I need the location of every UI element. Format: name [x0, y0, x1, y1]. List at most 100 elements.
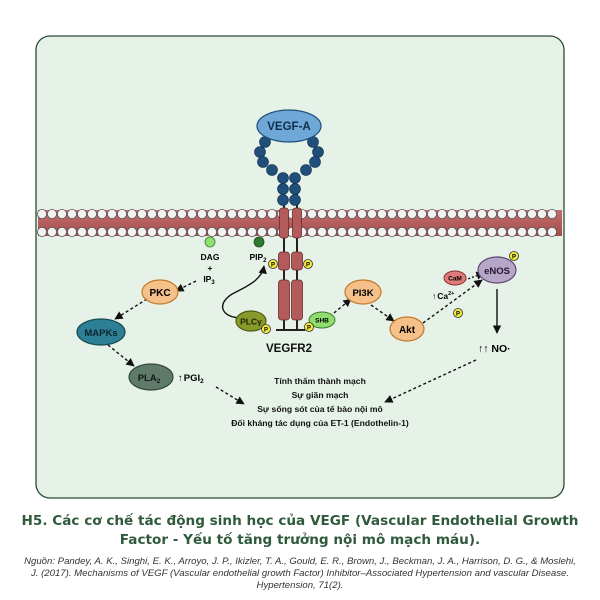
lipid-head [486, 208, 497, 219]
arrow-akt-to-enos [422, 279, 483, 324]
lipid-head [386, 208, 397, 219]
lipid-head [376, 208, 387, 219]
pla2-ellipse [128, 363, 174, 391]
akt-label: Akt [399, 325, 416, 336]
arrow-pi3k-to-akt [370, 304, 395, 322]
phospho-label: P [512, 255, 516, 261]
lipid-head [306, 226, 317, 237]
lipid-head [527, 226, 538, 237]
lipid-head [246, 226, 257, 237]
lipid-head [47, 208, 58, 219]
akt-ellipse [389, 316, 425, 342]
node-pi3k: PI3K [344, 279, 382, 305]
phospho-label: P [456, 312, 460, 318]
lipid-head [326, 208, 337, 219]
lipid-head [366, 226, 377, 237]
lipid-head [537, 226, 548, 237]
figure-caption: H5. Các cơ chế tác động sinh học của VEG… [21, 513, 579, 548]
lipid-head [206, 208, 217, 219]
lipid-head [67, 226, 78, 237]
lipid-head [97, 208, 108, 219]
lipid-head [146, 208, 157, 219]
mapks-label: MAPKs [84, 328, 117, 339]
mapks-ellipse [76, 318, 126, 346]
receptor-tm-left [279, 207, 289, 239]
receptor-label: VEGFR2 [266, 343, 312, 355]
lipid-head [127, 226, 138, 237]
lipid-head [316, 226, 327, 237]
lipid-head [326, 226, 337, 237]
lipid-head [186, 208, 197, 219]
lipid-head [166, 226, 177, 237]
arrow-pkc-to-mapks [114, 298, 148, 320]
lipid-head [196, 226, 207, 237]
lipid-head [87, 208, 98, 219]
lipid-head [537, 208, 548, 219]
pgi2-label: ↑PGI2 [178, 373, 204, 385]
pi3k-label: PI3K [352, 288, 373, 299]
lipid-head [226, 226, 237, 237]
node-akt: Akt [389, 316, 425, 342]
lipid-head [506, 208, 517, 219]
lipid-head [77, 208, 88, 219]
lipid-head [216, 208, 227, 219]
receptor-bead [266, 164, 278, 176]
lipid-head [517, 208, 528, 219]
lipid-head [136, 208, 147, 219]
lipid-head [396, 208, 407, 219]
enos-label: eNOS [484, 266, 510, 277]
lipid-head [416, 226, 427, 237]
lipid-head [107, 226, 118, 237]
lipid-head [97, 226, 108, 237]
lipid-head [136, 226, 147, 237]
calcium-text: ↑Ca2+ [432, 291, 454, 301]
membrane-lipid-heads [37, 208, 558, 237]
ip3-label: IP3 [203, 274, 215, 286]
lipid-head [476, 208, 487, 219]
calcium-label: ↑Ca2+ P [432, 291, 463, 318]
lipid-head [266, 226, 277, 237]
receptor-kinase-left-2 [278, 279, 290, 321]
phospho-plc [261, 324, 271, 334]
lipid-head [406, 208, 417, 219]
vegfr2-receptor: P P VEGFR2 [266, 190, 313, 355]
lipid-head [216, 226, 227, 237]
receptor-bead [277, 183, 289, 195]
receptor-bead [254, 146, 266, 158]
node-plc-gamma: PLCγ P [235, 310, 271, 334]
lipid-head [456, 226, 467, 237]
lipid-head [336, 226, 347, 237]
arrow-mapks-to-pla2 [107, 344, 135, 367]
pip2-label: PIP2 [249, 252, 267, 264]
effect-item: Sự sống sót của tế bào nội mô [257, 404, 383, 414]
receptor-bead [289, 183, 301, 195]
lipid-head [446, 208, 457, 219]
lipid-head [506, 226, 517, 237]
dag-dot [204, 236, 216, 248]
receptor-bead [289, 194, 301, 206]
lipid-head [527, 208, 538, 219]
lipid-head [346, 208, 357, 219]
no-label: ↑↑ NO· [478, 343, 511, 355]
lipid-head [57, 208, 68, 219]
arrow-shb-to-pi3k [333, 298, 352, 314]
shb-label: SHB [315, 318, 329, 325]
lipid-head [476, 226, 487, 237]
lipid-head [306, 208, 317, 219]
vegf-a-label: VEGF-A [267, 121, 310, 133]
phospho-receptor-left [268, 259, 278, 269]
lipid-head [466, 226, 477, 237]
receptor-kinase-right-2 [291, 279, 303, 321]
node-mapks: MAPKs [76, 318, 126, 346]
lipid-head [316, 208, 327, 219]
lipid-head [37, 208, 48, 219]
receptor-bead [277, 194, 289, 206]
lipid-head [87, 226, 98, 237]
lipid-head [426, 226, 437, 237]
lipid-head [517, 226, 528, 237]
receptor-kinase-left-1 [278, 251, 290, 271]
lipid-head [406, 226, 417, 237]
receptor-bead [277, 172, 289, 184]
lipid-head [77, 226, 88, 237]
